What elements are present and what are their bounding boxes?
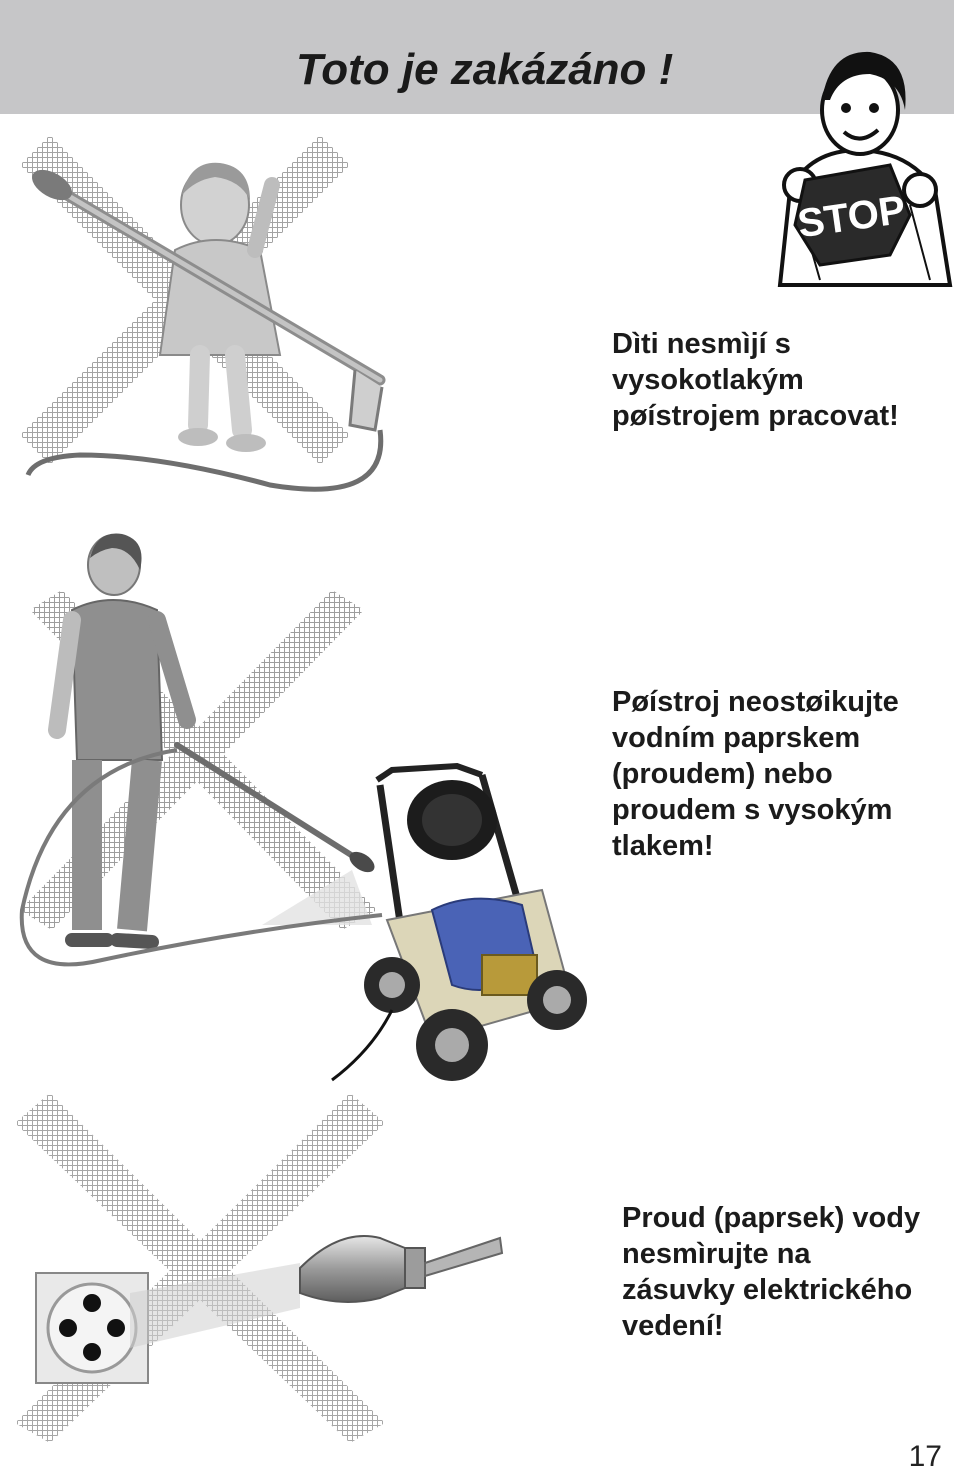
caption-children: Dìti nesmìjí s vysokotlakým pøístrojem p… — [612, 328, 899, 432]
header-bar — [0, 0, 954, 114]
page-number: 17 — [908, 1440, 942, 1473]
cross-out-stripe — [20, 590, 364, 930]
socket-spraying-illustration — [15, 1093, 504, 1443]
stop-sign-mascot-icon: STOP — [777, 51, 953, 287]
child-lance-illustration — [20, 135, 386, 492]
man-spraying-illustration — [19, 533, 587, 1082]
page-title: Toto je zakázáno ! — [296, 45, 674, 94]
spray-nozzle-icon — [299, 1235, 406, 1303]
caption-socket: Proud (paprsek) vody nesmìrujte na zásuv… — [622, 1202, 921, 1342]
pressure-washer-machine — [331, 762, 587, 1082]
caption-do-not-spray-machine: Pøístroj neostøikujte vodním paprskem (p… — [612, 686, 899, 862]
